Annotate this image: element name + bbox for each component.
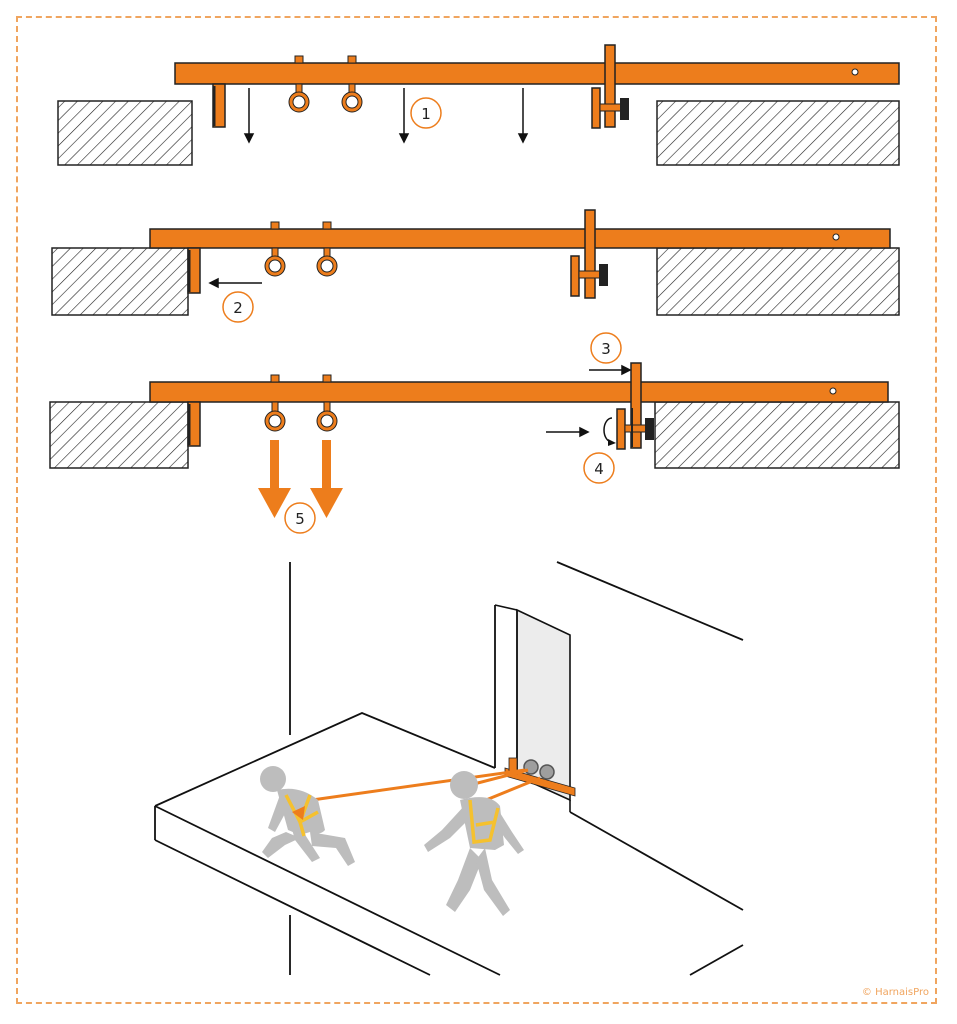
load-arrow (258, 440, 343, 518)
usage-scene (154, 561, 745, 976)
doorway (494, 604, 571, 812)
lanyard (311, 768, 541, 802)
floor-slab (154, 712, 745, 976)
arrow-down (243, 88, 529, 144)
step-number: 2 (233, 299, 243, 317)
panel-1-insert-beam: 1 (57, 44, 900, 166)
dashed-frame (16, 16, 937, 1004)
arrow-right (546, 364, 632, 438)
step-marker-3: 3 (590, 332, 622, 364)
anchor-beam (174, 62, 900, 85)
wall-right (654, 401, 900, 469)
panel-3-tighten-clamp: 3 4 5 (49, 332, 900, 534)
sliding-clamp (570, 209, 608, 299)
anchor-ring (316, 374, 338, 432)
worker-standing (424, 771, 524, 916)
anchor-beam (149, 381, 889, 403)
step-number: 3 (601, 340, 611, 358)
step-number: 1 (421, 105, 431, 123)
arrow-left (208, 277, 262, 289)
sliding-clamp (616, 362, 654, 450)
anchor-ring (341, 55, 363, 113)
step-marker-5: 5 (284, 502, 316, 534)
step-marker-4: 4 (583, 452, 615, 484)
wall-left (49, 401, 189, 469)
anchor-beam (149, 228, 891, 249)
step-marker-2: 2 (222, 291, 254, 323)
sliding-clamp (591, 44, 629, 129)
worker-kneeling (260, 766, 355, 866)
copyright-notice: © HarnaisPro (861, 987, 929, 998)
wall-left (51, 247, 189, 316)
wall-left (57, 100, 193, 166)
anchor-ring (288, 55, 310, 113)
anchor-ring (264, 374, 286, 432)
panel-2-slide-to-wall: 2 (51, 209, 900, 323)
step-number: 4 (594, 460, 604, 478)
anchor-ring (264, 221, 286, 277)
wall-right (656, 247, 900, 316)
anchor-ring (316, 221, 338, 277)
rotate-icon (603, 417, 616, 446)
step-number: 5 (295, 510, 305, 528)
step-marker-1: 1 (410, 97, 442, 129)
wall-right (656, 100, 900, 166)
